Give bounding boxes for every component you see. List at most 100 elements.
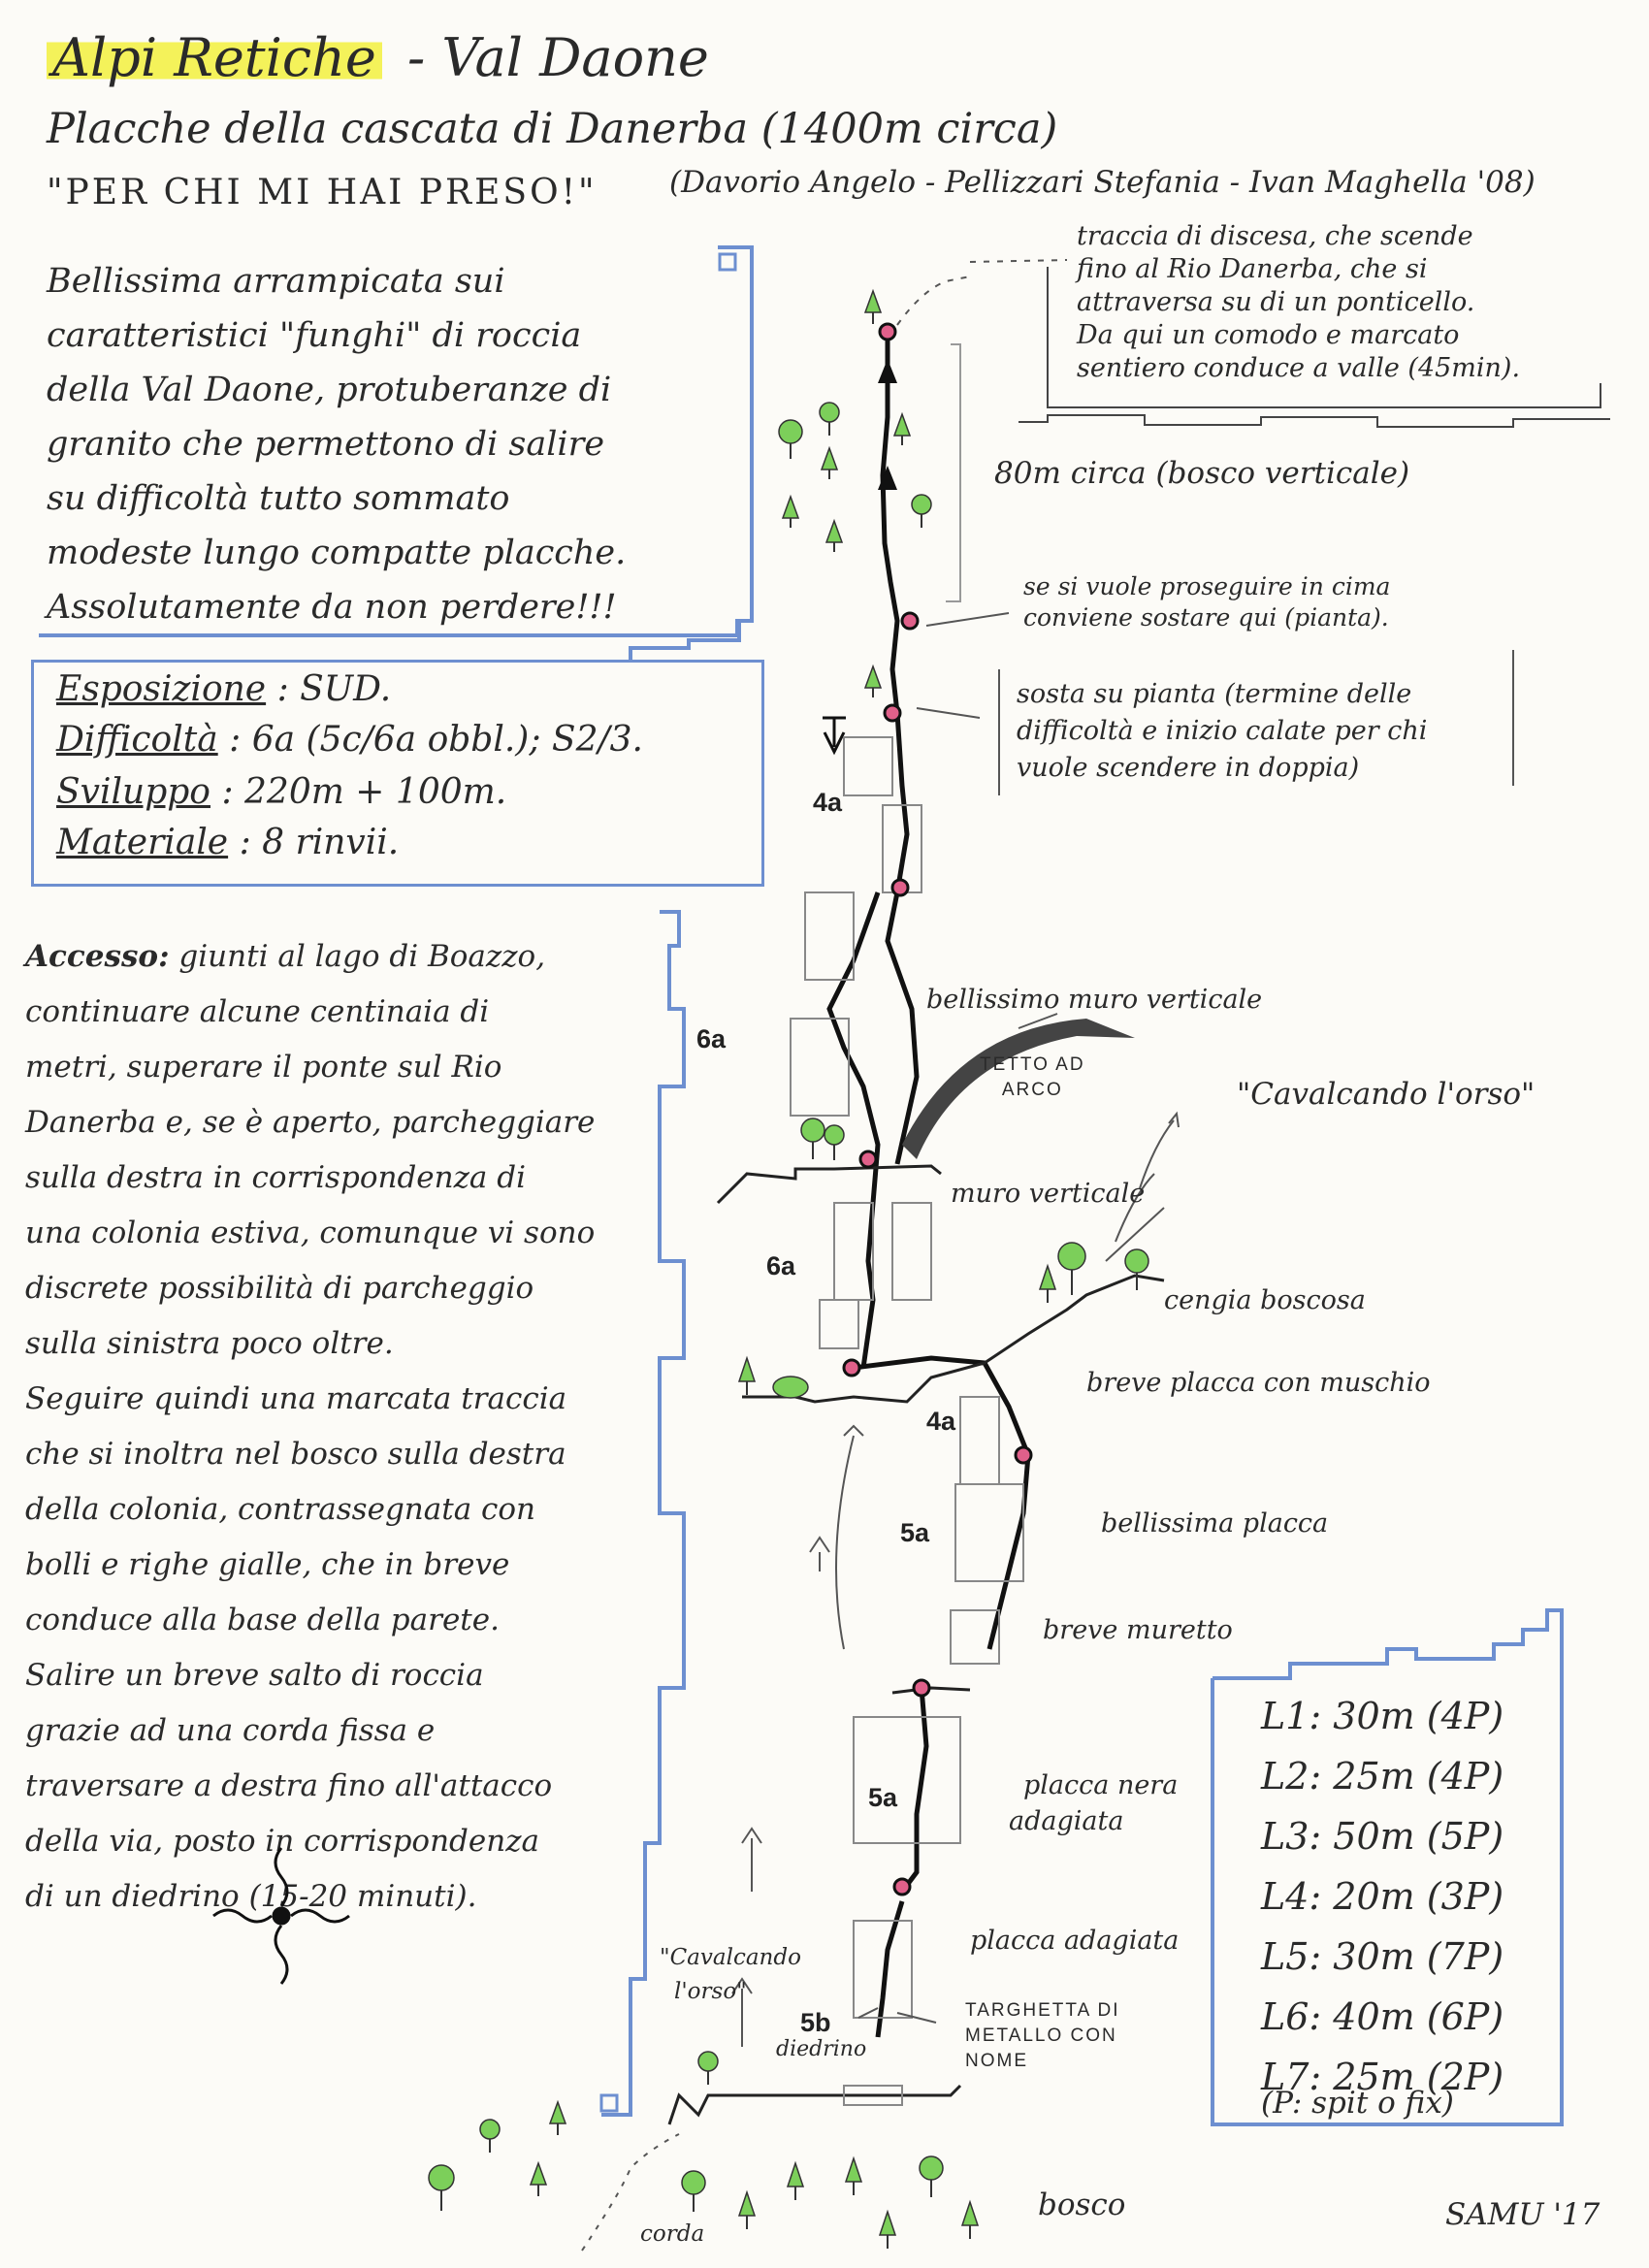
label-cengia: cengia boscosa [1164,1285,1366,1315]
descent-box [1047,267,1601,408]
description-block: Bellissima arrampicata sui caratteristic… [47,254,626,634]
access-line: che si inoltra nel bosco sulla destra [25,1437,566,1472]
tetto-ad-arco [902,1019,1135,1159]
face-outline-lower [601,910,686,2117]
access-line: bolli e righe gialle, che in breve [25,1547,510,1582]
access-line: metri, superare il ponte sul Rio [25,1050,502,1085]
route-authors: (Davorio Angelo - Pellizzari Stefania - … [669,165,1536,200]
grade-label: 5a [868,1783,898,1812]
belay-point [900,611,920,631]
title-region: Alpi Retiche [47,27,382,88]
grade-label: 6a [766,1251,796,1280]
access-line: Seguire quindi una marcata traccia [25,1381,567,1416]
label-bellissima-placca: bellissima placca [1101,1508,1329,1539]
access-line: una colonia estiva, comunque vi sono [25,1215,596,1250]
grade-label: 5b [800,2008,831,2037]
descent-line: traccia di discesa, che scende [1077,221,1473,251]
tree-icon [786,2160,805,2200]
label-proseguire: se si vuole proseguire in cima [1023,572,1391,600]
access-line: grazie ad una corda fissa e [25,1713,436,1748]
access-line: sulla destra in corrispondenza di [25,1160,527,1195]
tree-icon [772,1376,809,1399]
tree-icon [824,518,844,552]
tree-icon [911,494,932,528]
belay-point [842,1358,861,1377]
route-line-upper [880,335,920,1165]
pitch-item: L5: 30m (7P) [1261,1935,1504,1978]
label-sosta-2: difficoltà e inizio calate per chi [1017,716,1428,746]
label-corda: corda [640,2221,705,2247]
label-cavalcando-right: "Cavalcando l'orso" [1237,1077,1536,1112]
info-esposizione: Esposizione : SUD. [56,669,392,709]
signature: SAMU '17 [1445,2197,1600,2232]
ledge-5a [891,1686,971,1695]
belay-point [883,703,902,723]
sosta-pointer [916,707,981,719]
description-line: su difficoltà tutto sommato [47,479,510,518]
ledge-muro [716,1164,942,1205]
access-line: della colonia, contrassegnata con [25,1492,536,1527]
tree-icon [737,2189,757,2229]
tree-icon [737,1355,757,1395]
pitch-item: L6: 40m (6P) [1261,1995,1504,2038]
pitch-item: L3: 50m (5P) [1261,1815,1504,1858]
descent-trail [896,259,1068,326]
tree-icon [479,2119,501,2153]
bosco-bracket [946,343,961,602]
belay-point [1014,1445,1033,1465]
label-proseguire-2: conviene sostare qui (pianta). [1023,603,1389,632]
access-heading: Accesso: [25,939,170,974]
muro-pointer [1018,1013,1058,1029]
info-sviluppo: Sviluppo : 220m + 100m. [56,772,507,812]
label-breve-placca: breve placca con muschio [1086,1368,1431,1398]
label-placca-nera-2: adagiata [1009,1806,1124,1836]
pitch-note: (P: spit o fix) [1261,2086,1454,2121]
label-cavalcando-left: "Cavalcando [660,1945,801,1970]
access-line: continuare alcune centinaia di [25,994,490,1029]
pitch-item: L7: 25m (2P) [1261,2056,1504,2098]
descent-line: attraversa su di un ponticello. [1077,287,1475,317]
access-line: discrete possibilità di parcheggio [25,1271,534,1306]
description-line: granito che permettono di salire [47,425,605,464]
access-block: Accesso: giunti al lago di Boazzo, conti… [25,929,595,1925]
access-line: della via, posto in corrispondenza [25,1824,540,1859]
tree-icon [529,2160,548,2196]
tree-icon [1038,1263,1057,1303]
label-bosco: bosco [1038,2187,1126,2222]
route-line-traverse [853,1355,1031,1650]
description-line: Bellissima arrampicata sui [47,262,505,301]
tree-icon [428,2164,455,2211]
tree-icon [548,2099,567,2135]
ledge-base [667,2084,962,2125]
abseil-arrow [823,716,846,756]
diedrino-pointer [857,2007,879,2019]
grade-label: 4a [813,788,843,817]
route-line-middle [826,891,881,1369]
pitch-item: L1: 30m (4P) [1261,1695,1504,1737]
tree-icon [1057,1242,1086,1295]
grade-label: 5a [900,1518,930,1547]
tree-icon [819,402,840,436]
tree-icon [844,2155,863,2195]
tree-icon [824,1124,845,1160]
targhetta-pointer [896,2012,937,2024]
descent-line: sentiero conduce a valle (45min). [1077,353,1521,383]
label-breve-muretto: breve muretto [1043,1615,1233,1645]
tree-icon [878,2209,897,2249]
access-line: di un diedrino (15-20 minuti). [25,1879,477,1914]
label-muro-bellissimo: bellissimo muro verticale [926,985,1263,1015]
label-bosco-verticale: 80m circa (bosco verticale) [994,456,1410,491]
description-line: modeste lungo compatte placche. [47,534,627,572]
label-placca-nera: placca nera [1023,1770,1179,1800]
tree-icon [820,445,839,479]
access-line: Accesso: giunti al lago di Boazzo, [25,939,546,974]
pitch-box-outline [1211,1608,1564,2126]
access-line: Salire un breve salto di roccia [25,1658,484,1693]
belay-point [912,1678,931,1698]
access-line: Danerba e, se è aperto, parcheggiare [25,1105,596,1140]
tree-icon [960,2199,980,2239]
belay-point [858,1150,878,1169]
access-line: sulla sinistra poco oltre. [25,1326,394,1361]
description-box-edge [39,619,747,637]
